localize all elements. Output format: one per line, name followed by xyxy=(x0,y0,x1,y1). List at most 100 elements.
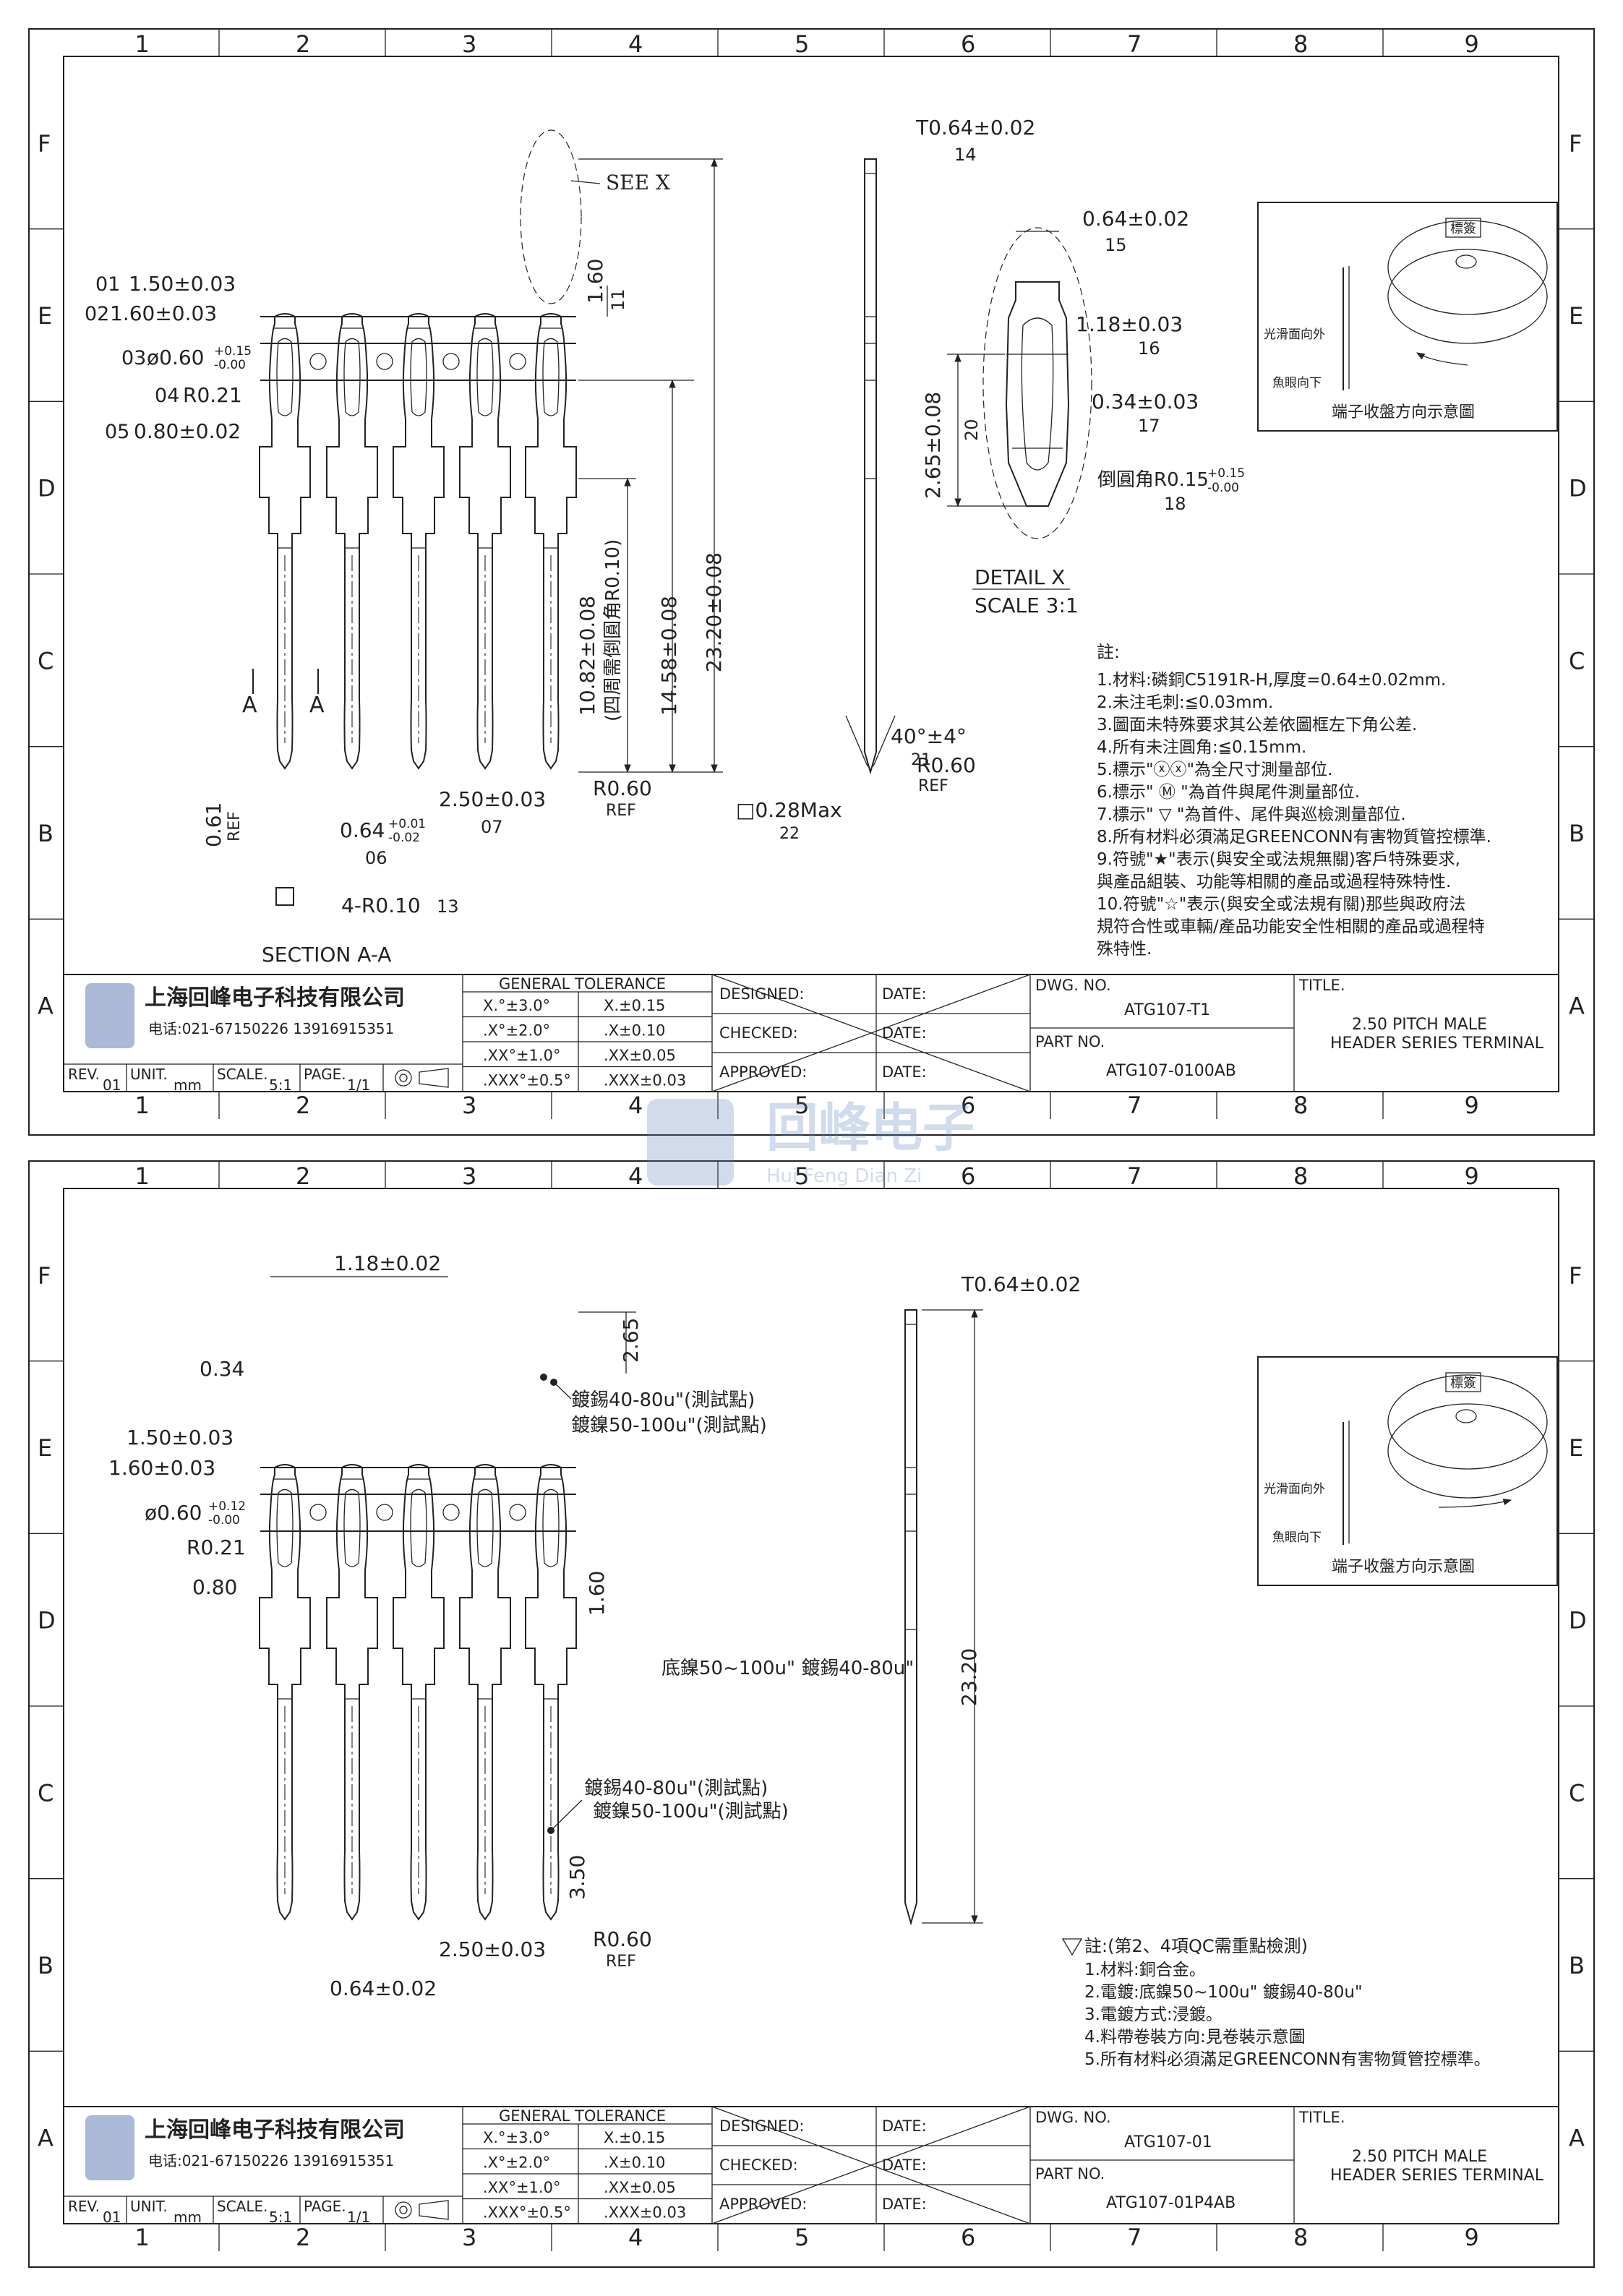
dim-09: 14.58±0.08 xyxy=(657,596,681,716)
date-label: DATE: xyxy=(882,2156,927,2174)
dim-06-tol-dn: -0.02 xyxy=(388,831,420,845)
reel-smooth-note-2: 光滑面向外 xyxy=(1264,1482,1325,1496)
reel-caption-2: 端子收盤方向示意圖 xyxy=(1332,1558,1475,1576)
tolerance-angle: .XX°±1.0° xyxy=(483,2179,560,2196)
dim-08: 10.82±0.08 xyxy=(575,596,599,716)
dim-07: 2.50±0.03 xyxy=(439,787,546,811)
w150: 1.50±0.03 xyxy=(127,1426,234,1449)
tolerance-angle: .X°±2.0° xyxy=(483,1022,550,1040)
dim-05: 0.80±0.02 xyxy=(134,419,241,443)
title-line-1: 2.50 PITCH MALE xyxy=(1352,1016,1487,1034)
zone-col-top: 5 xyxy=(795,1162,809,1190)
notes-block: 註: 1.材料:磷銅C5191R-H,厚度=0.64±0.02mm.2.未注毛刺… xyxy=(1097,642,1491,959)
dim-01: 1.50±0.03 xyxy=(129,272,236,296)
designed-label: DESIGNED: xyxy=(719,2117,804,2135)
zone-row-left: A xyxy=(38,2125,53,2152)
zone-row-right: D xyxy=(1569,1607,1587,1635)
terminal-strip-front-view-2 xyxy=(259,1374,577,1920)
zone-col-bottom: 6 xyxy=(961,1092,975,1119)
zone-col-top: 7 xyxy=(1127,30,1142,58)
dim-14-badge: 14 xyxy=(954,145,977,165)
zone-col-top: 8 xyxy=(1293,1162,1308,1190)
note-line: 4.料帶卷裝方向:見卷裝示意圖 xyxy=(1084,2028,1306,2047)
company-logo xyxy=(85,2115,134,2180)
tolerance-angle: X.°±3.0° xyxy=(483,997,550,1014)
zone-row-right: B xyxy=(1569,1952,1585,1979)
zone-row-right: A xyxy=(1569,993,1585,1020)
tolerance-title: GENERAL TOLERANCE xyxy=(499,2107,666,2125)
tolerance-angle: .XXX°±0.5° xyxy=(483,1072,571,1089)
unit-label: UNIT. xyxy=(130,2198,168,2215)
tolerance-angle: .XX°±1.0° xyxy=(483,1047,560,1064)
part-label: PART NO. xyxy=(1035,1033,1105,1050)
company-logo xyxy=(85,983,134,1048)
dim-061-ref: REF xyxy=(226,811,244,841)
zone-col-bottom: 3 xyxy=(462,2224,476,2251)
dim-05-badge: 05 xyxy=(105,421,129,443)
note-line: 1.材料:磷銅C5191R-H,厚度=0.64±0.02mm. xyxy=(1097,671,1446,690)
zone-col-top: 2 xyxy=(296,30,310,58)
zone-col-bottom: 6 xyxy=(961,2224,975,2251)
dim-18-tol-up: +0.15 xyxy=(1207,466,1245,481)
zone-row-left: A xyxy=(38,993,53,1020)
note-line: 8.所有材料必須滿足GREENCONN有害物質管控標準. xyxy=(1097,828,1491,847)
company-phone: 电话:021-67150226 13916915351 xyxy=(148,1020,394,1037)
reel-diagram: 標簽 光滑面向外 魚眼向下 端子收盤方向示意圖 xyxy=(1257,202,1558,432)
side-view: T0.64±0.02 14 R0.60 REF 40°±4° 21 □0.28M… xyxy=(736,116,1035,843)
reel-eye-note: 魚眼向下 xyxy=(1272,376,1322,390)
dim-11: 1.60 xyxy=(583,259,607,304)
page-label: PAGE. xyxy=(304,1066,346,1083)
side-r060: R0.60 xyxy=(917,753,976,777)
notes-block-2: 註:(第2、4項QC需重點檢測) 1.材料:銅合金。2.電鍍:底鎳50~100u… xyxy=(1061,1936,1491,2069)
tolerance-title: GENERAL TOLERANCE xyxy=(499,975,666,993)
dim-22: □0.28Max xyxy=(736,798,842,822)
checked-label: CHECKED: xyxy=(719,1024,798,1042)
projection-symbol xyxy=(395,1069,412,1087)
dim-18: 倒圓角R0.15 xyxy=(1097,469,1209,491)
side-r060-ref: REF xyxy=(918,777,948,795)
w160: 1.60±0.03 xyxy=(108,1456,215,1480)
dim-02-badge: 02 xyxy=(85,303,109,325)
date-label: DATE: xyxy=(882,2117,927,2135)
terminal-strip-front-view xyxy=(259,129,582,769)
zone-col-bottom: 1 xyxy=(135,1092,150,1119)
title-label: TITLE. xyxy=(1298,2109,1345,2126)
dwg-number: ATG107-T1 xyxy=(1124,1001,1210,1019)
page-value: 1/1 xyxy=(347,2209,370,2226)
dimensions-front-2: 1.18±0.02 0.34 1.50±0.03 1.60±0.03 ø0.60… xyxy=(108,1251,914,2000)
note-line: 2.未注毛刺:≦0.03mm. xyxy=(1097,693,1273,712)
note-line: 規符合性或車輛/產品功能安全性相關的產品或過程特 xyxy=(1097,917,1485,936)
note-line: 3.電鍍方式:浸鍍。 xyxy=(1084,2005,1222,2024)
reel-diagram-2: 標簽 光滑面向外 魚眼向下 端子收盤方向示意圖 xyxy=(1257,1356,1558,1586)
unit-value: mm xyxy=(174,1076,202,1094)
tolerance-linear: .XXX±0.03 xyxy=(604,1072,686,1089)
scale-value: 5:1 xyxy=(269,1076,292,1094)
page-value: 1/1 xyxy=(347,1076,370,1094)
zone-row-right: F xyxy=(1569,1261,1582,1289)
t064-2: T0.64±0.02 xyxy=(961,1272,1081,1296)
dim-13: 4-R0.10 xyxy=(341,894,421,917)
rev-label: REV. xyxy=(68,1066,100,1083)
see-x-callout: SEE X xyxy=(606,171,670,194)
dim-11-badge: 11 xyxy=(608,288,628,311)
zone-col-bottom: 9 xyxy=(1465,2224,1479,2251)
tolerance-linear: .XXX±0.03 xyxy=(604,2204,686,2222)
zone-col-top: 9 xyxy=(1465,1162,1479,1190)
title-line-2: HEADER SERIES TERMINAL xyxy=(1330,1035,1544,1053)
zone-col-top: 5 xyxy=(795,30,809,58)
dim-17-badge: 17 xyxy=(1138,416,1160,436)
zone-col-top: 1 xyxy=(135,30,150,58)
dim-03: ø0.60 xyxy=(147,346,204,369)
reel-label-tag: 標簽 xyxy=(1450,221,1476,236)
pitch: 2.50±0.03 xyxy=(439,1937,546,1961)
zone-col-bottom: 5 xyxy=(795,2224,809,2251)
date-label: DATE: xyxy=(882,985,927,1003)
dim-04-badge: 04 xyxy=(155,385,179,407)
zone-col-top: 3 xyxy=(462,1162,476,1190)
zone-col-bottom: 9 xyxy=(1465,1092,1479,1119)
h160: 1.60 xyxy=(585,1571,609,1616)
zone-col-bottom: 8 xyxy=(1293,2224,1308,2251)
zone-col-top: 6 xyxy=(961,1162,975,1190)
